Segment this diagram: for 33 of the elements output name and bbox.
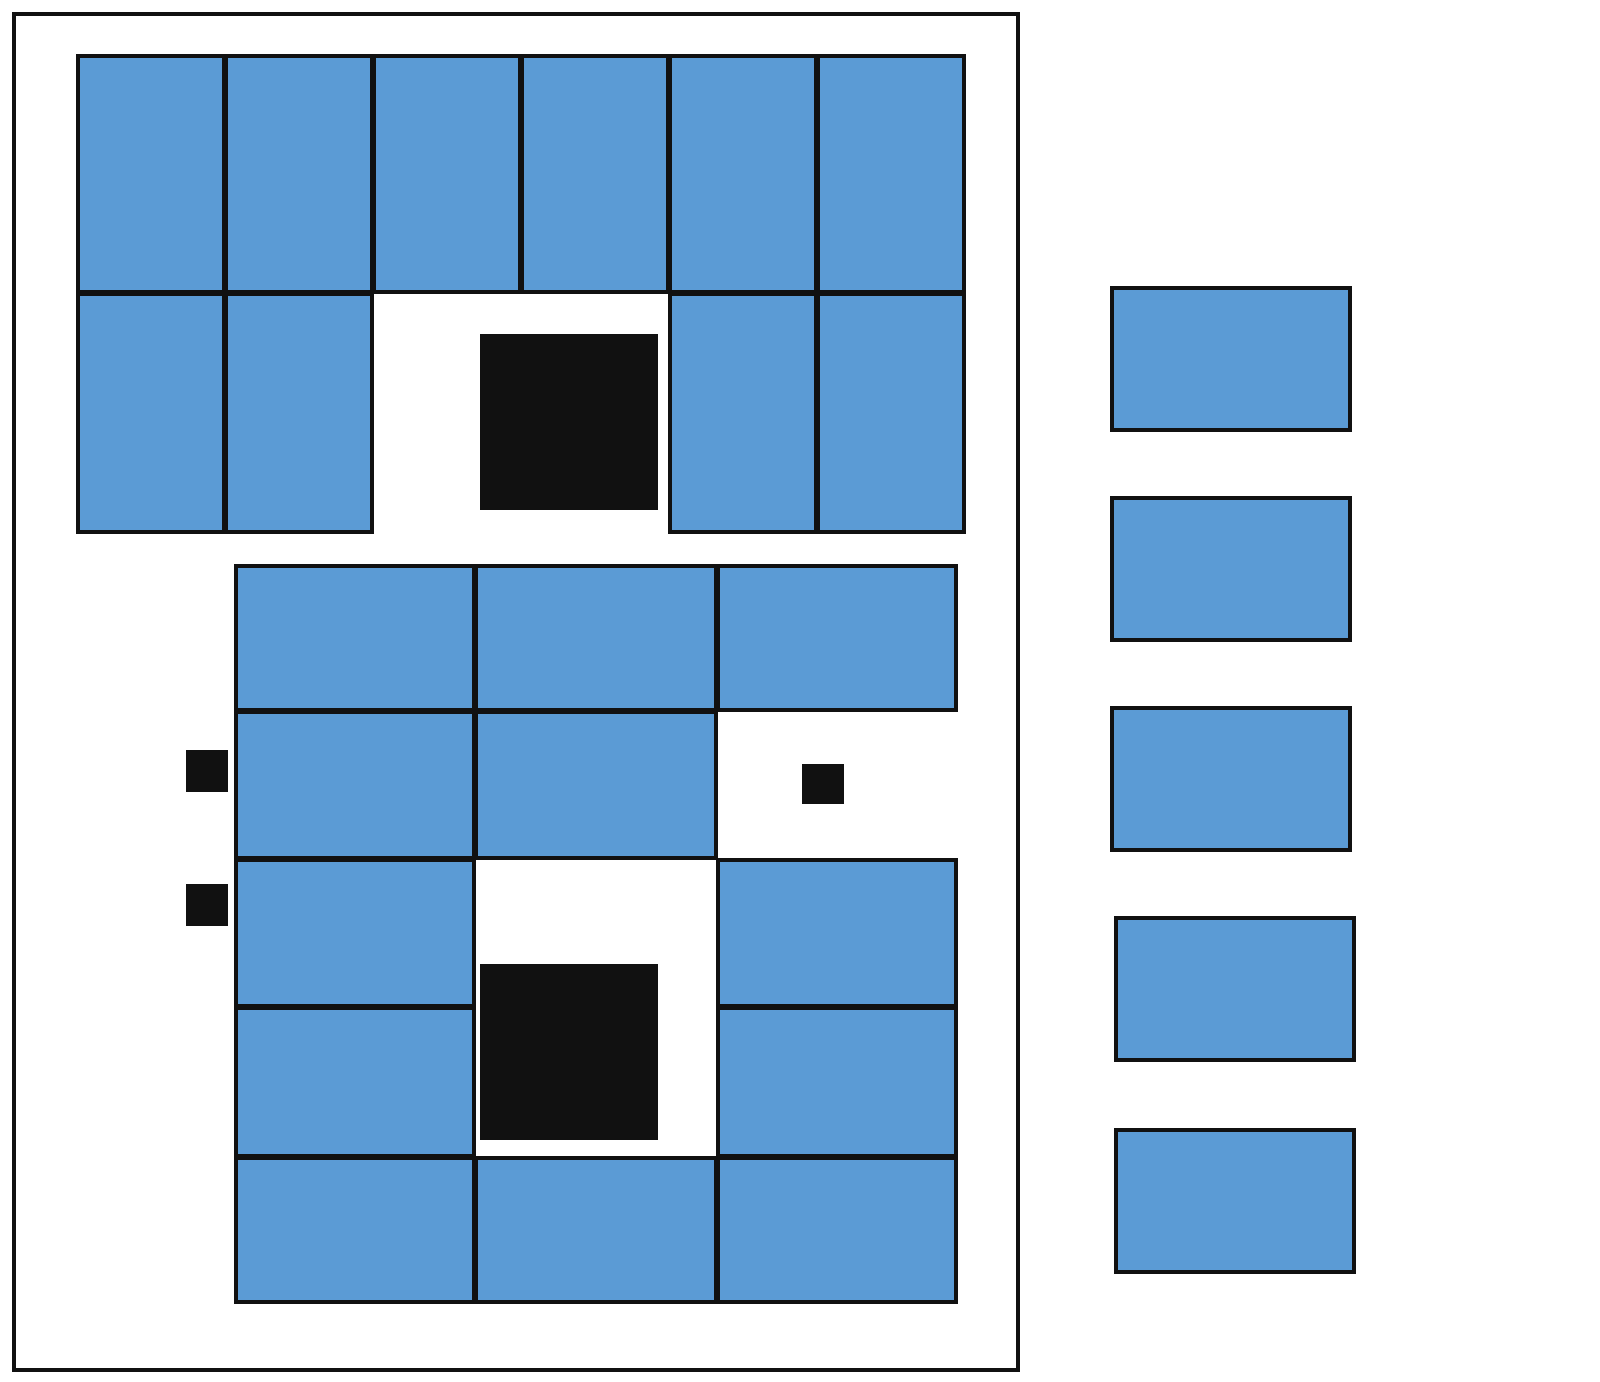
block	[816, 54, 966, 294]
block	[224, 292, 374, 534]
square-marker	[186, 884, 228, 926]
block	[716, 858, 958, 1008]
block	[372, 54, 522, 294]
block	[1110, 286, 1352, 432]
block	[520, 54, 670, 294]
block	[1110, 496, 1352, 642]
block	[234, 1006, 476, 1158]
block	[76, 292, 226, 534]
block	[234, 564, 476, 712]
block	[224, 54, 374, 294]
block	[1110, 706, 1352, 852]
square-marker	[480, 964, 658, 1140]
block	[474, 564, 718, 712]
block	[668, 54, 818, 294]
block	[1114, 916, 1356, 1062]
block	[234, 858, 476, 1008]
square-marker	[802, 764, 844, 804]
block	[474, 1156, 718, 1304]
block	[474, 710, 718, 860]
block	[234, 1156, 476, 1304]
block	[716, 564, 958, 712]
block	[716, 1006, 958, 1158]
block	[816, 292, 966, 534]
block	[76, 54, 226, 294]
block	[716, 1156, 958, 1304]
frame	[12, 12, 1020, 1372]
square-marker	[186, 750, 228, 792]
block	[234, 710, 476, 860]
block	[668, 292, 818, 534]
square-marker	[480, 334, 658, 510]
block	[1114, 1128, 1356, 1274]
